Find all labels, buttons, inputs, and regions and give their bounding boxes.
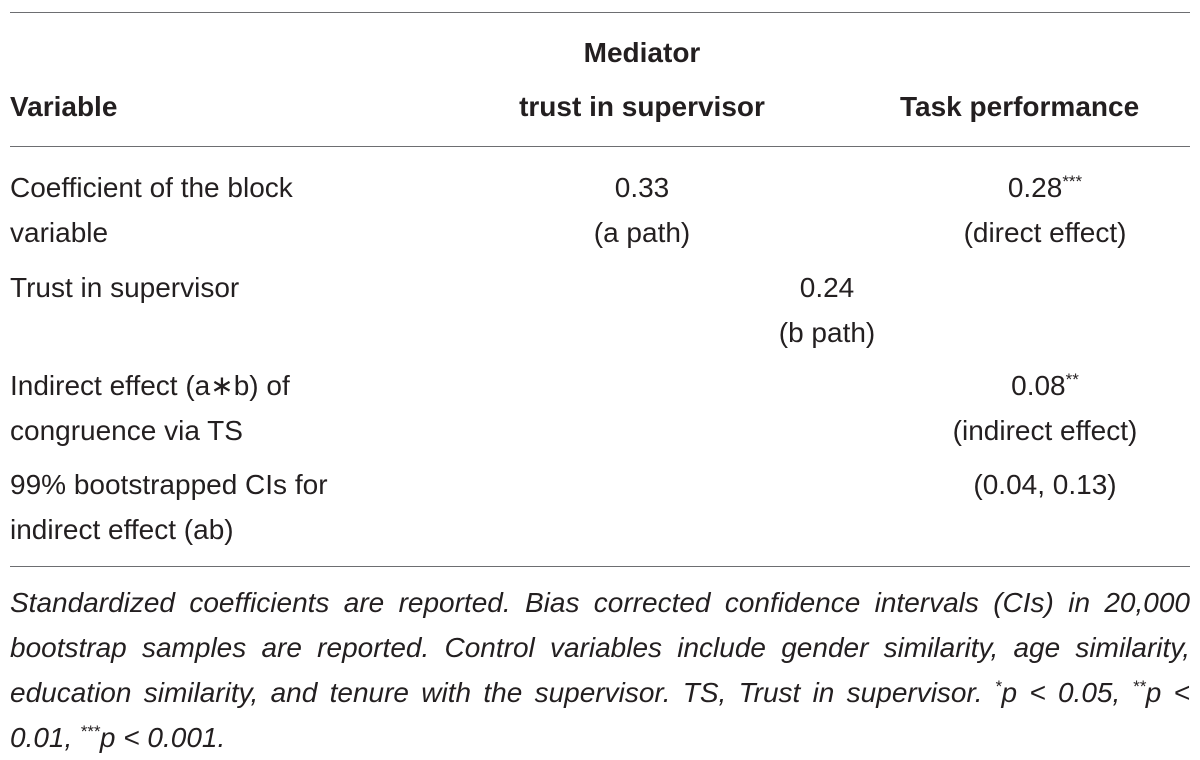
- significance-marker: **: [1132, 677, 1146, 696]
- table-footnote: Standardized coefficients are reported. …: [10, 580, 1190, 760]
- significance-marker: *: [994, 677, 1002, 696]
- row-label: 99% bootstrapped CIs for: [10, 469, 328, 500]
- row-label: Coefficient of the block: [10, 172, 293, 203]
- footnote-text: p < 0.05,: [1001, 677, 1133, 708]
- cell-note: (direct effect): [963, 217, 1127, 248]
- cell-value: 0.28***: [905, 165, 1185, 210]
- value-text: 0.08: [1011, 370, 1066, 401]
- cell-value: 0.33: [614, 172, 670, 203]
- header-rule: [10, 146, 1190, 147]
- cell-note: (indirect effect): [952, 415, 1138, 446]
- row-label: indirect effect (ab): [10, 514, 234, 545]
- cell-value: 0.08**: [905, 363, 1185, 408]
- header-variable: Variable: [10, 91, 118, 122]
- footnote-text: p < 0.01,: [10, 677, 1190, 753]
- significance-marker: ***: [1062, 172, 1083, 191]
- cell-note: (a path): [593, 217, 691, 248]
- value-text: 0.28: [1007, 172, 1063, 203]
- header-mediator-line2: trust in supervisor: [519, 91, 765, 122]
- cell-value: (0.04, 0.13): [973, 469, 1117, 500]
- row-label: Indirect effect (a∗b) of: [10, 370, 290, 401]
- row-label: congruence via TS: [10, 415, 243, 446]
- row-label: Trust in supervisor: [10, 272, 240, 303]
- header-task-performance: Task performance: [900, 91, 1140, 122]
- cell-value: 0.24: [799, 272, 855, 303]
- footnote-text: p < 0.001.: [99, 722, 226, 753]
- top-rule: [10, 12, 1190, 13]
- bottom-rule: [10, 566, 1190, 567]
- cell-note: (b path): [778, 317, 876, 348]
- row-label: variable: [10, 217, 109, 248]
- significance-marker: ***: [80, 722, 100, 741]
- footnote-text: Standardized coefficients are reported. …: [10, 587, 1190, 708]
- significance-marker: **: [1065, 370, 1079, 389]
- header-mediator-line1: Mediator: [583, 37, 701, 68]
